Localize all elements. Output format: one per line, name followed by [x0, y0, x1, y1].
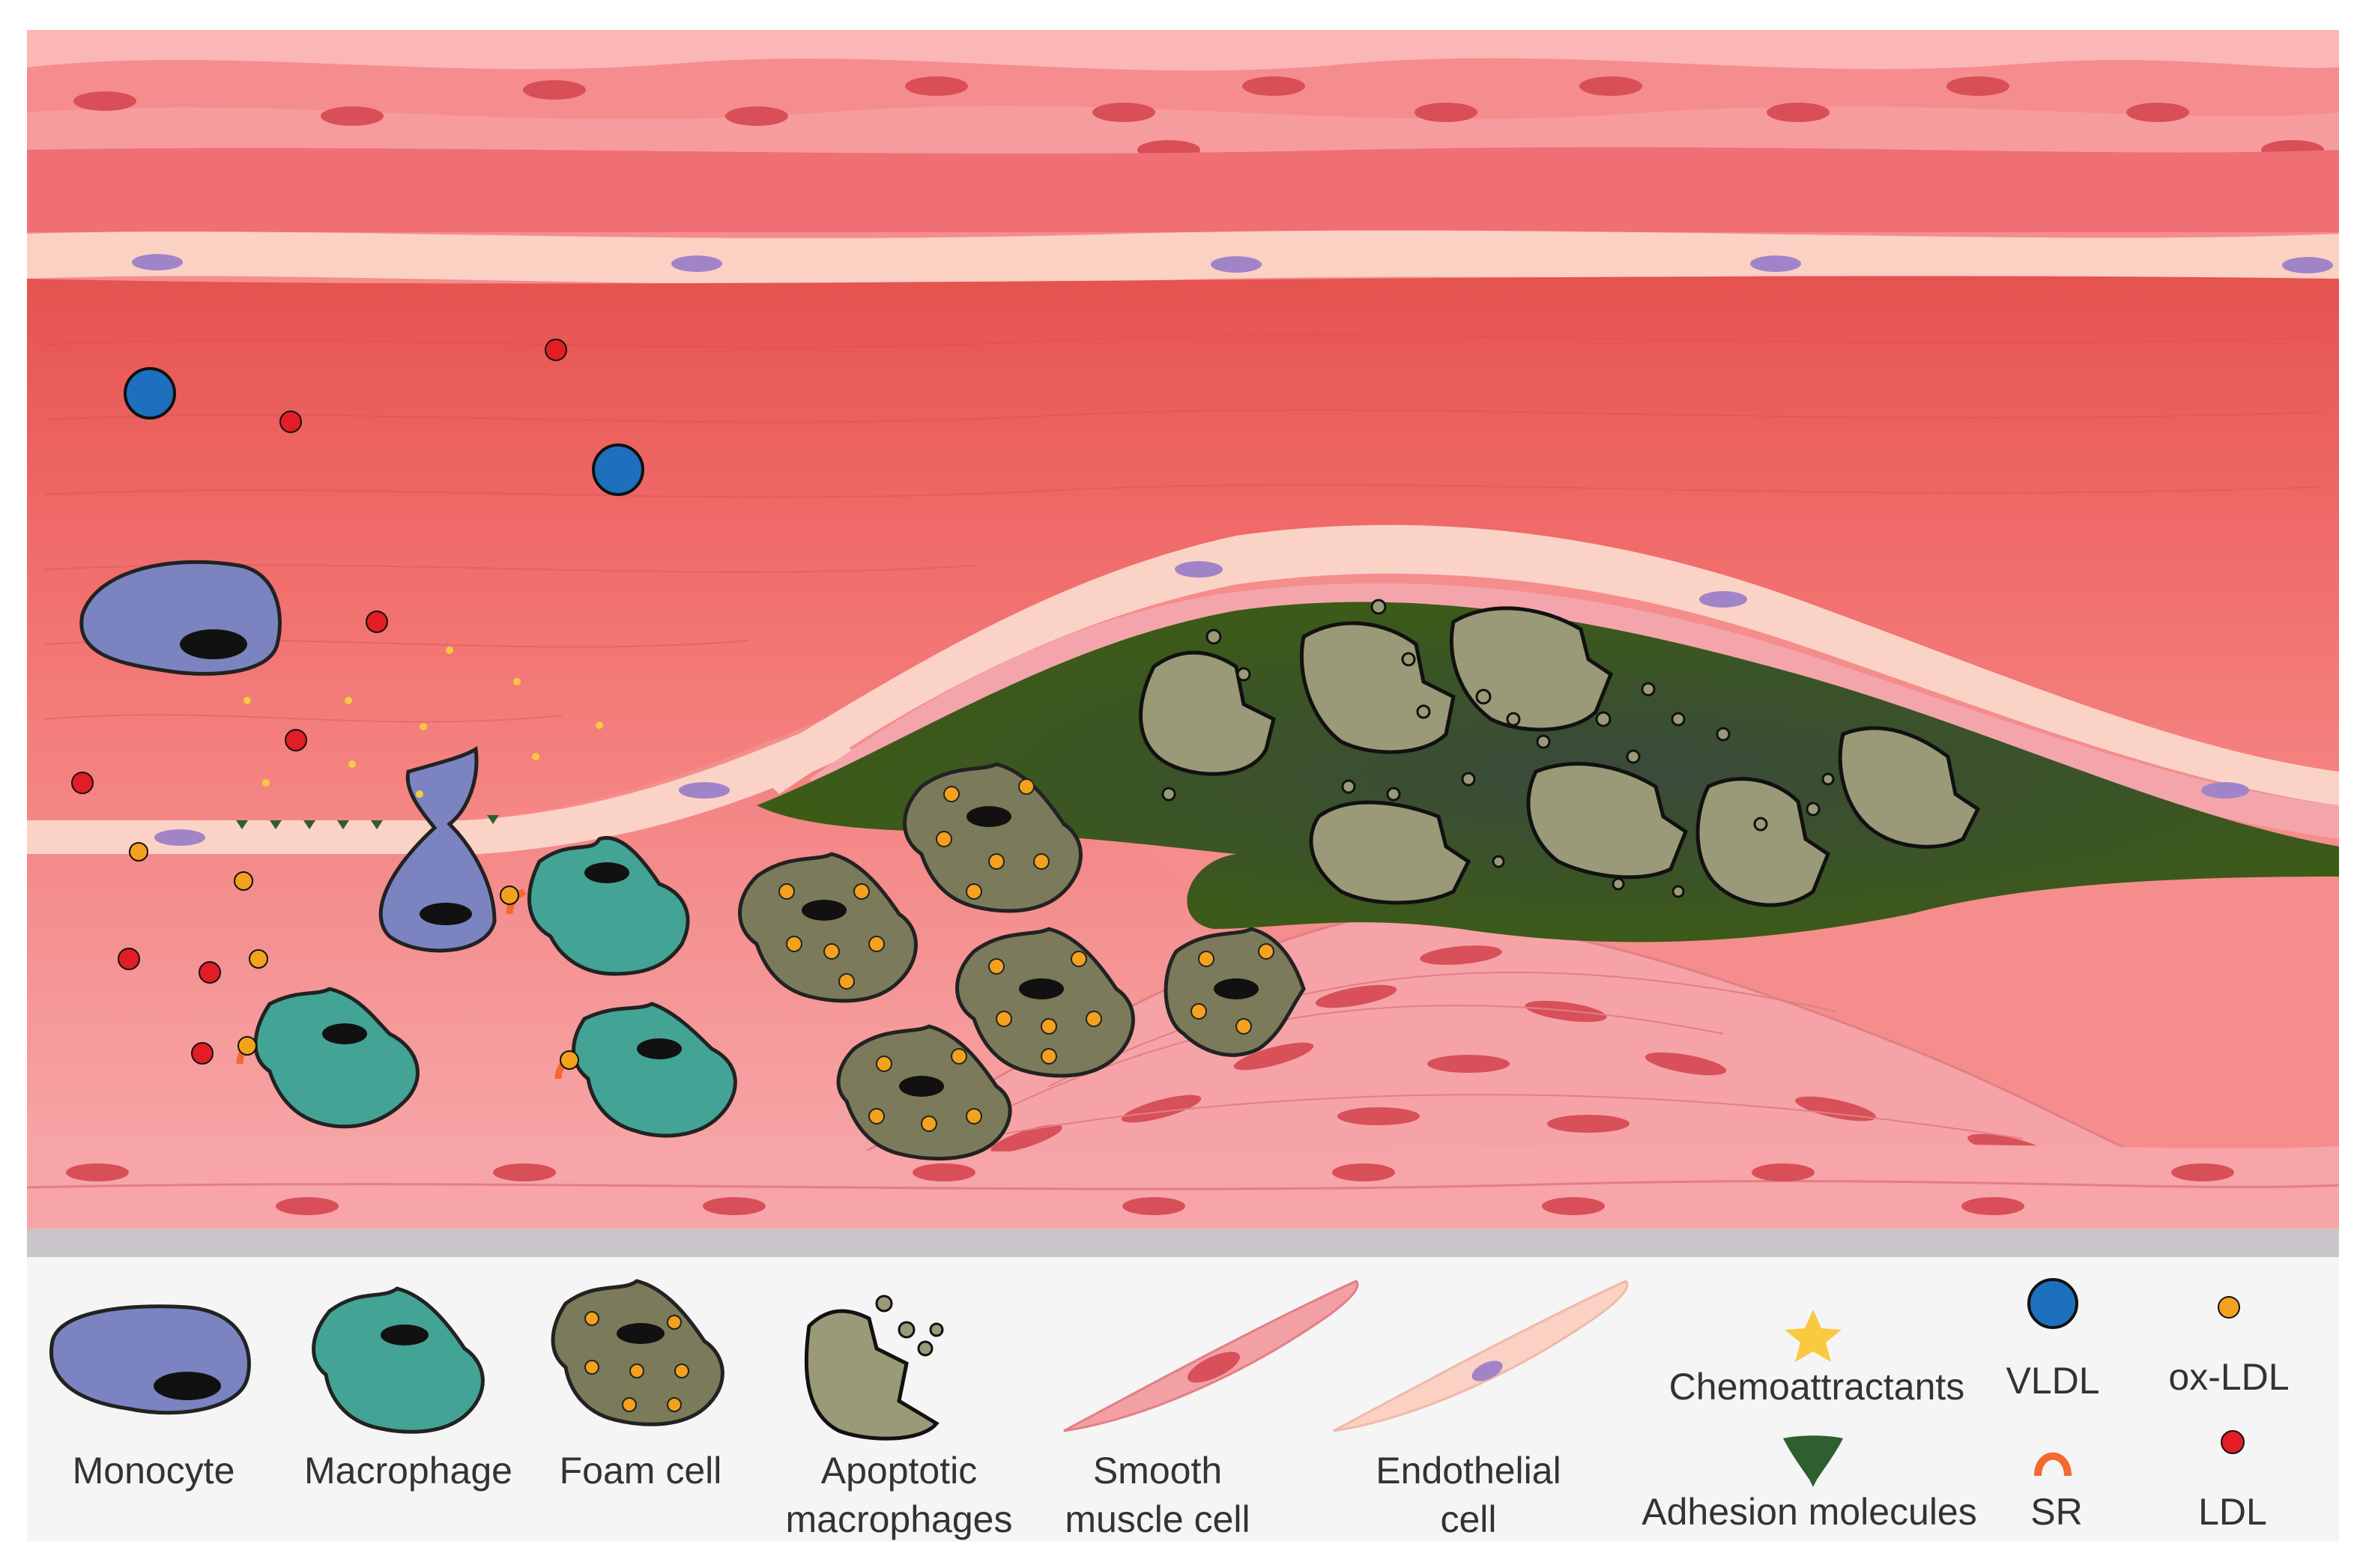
legend-smooth-muscle-label-1: Smooth: [1093, 1450, 1222, 1492]
legend-macrophage-label: Macrophage: [304, 1450, 512, 1492]
adhesion-molecules: [236, 815, 499, 829]
foam-cell-nuclei: [802, 806, 1259, 1097]
legend-ox-ldl-label: ox-LDL: [2168, 1356, 2289, 1398]
legend-macrophage-icon: [312, 1286, 485, 1434]
legend-endothelial-label-2: cell: [1440, 1498, 1496, 1540]
lumen-texture: [44, 334, 2323, 723]
legend-foam-cell-icon: [551, 1279, 724, 1426]
legend-apoptotic-label-1: Apoptotic: [821, 1450, 977, 1492]
vldl-particles: [124, 367, 644, 496]
transmigrating-monocyte: [378, 745, 497, 953]
legend-sr-icon: [2034, 1452, 2072, 1477]
foam-cell-lipids: [778, 778, 1274, 1132]
legend-vldl-label: VLDL: [2006, 1360, 2099, 1402]
apoptotic-macrophages-in-core: [1139, 606, 1981, 907]
chemoattractant-particles: [243, 647, 603, 798]
legend: Monocyte Macrophage Foam cell Apoptotic …: [49, 1278, 2290, 1540]
upper-vessel-wall: [27, 30, 2339, 232]
legend-foam-cell-label: Foam cell: [560, 1450, 722, 1492]
legend-adhesion-molecule-icon: [1783, 1435, 1843, 1487]
legend-adhesion-molecules-label: Adhesion molecules: [1642, 1491, 1977, 1533]
legend-smooth-muscle-label-2: muscle cell: [1065, 1498, 1250, 1540]
lower-endothelium-left: [27, 723, 854, 854]
ldl-particles: [71, 339, 567, 1065]
legend-vldl-icon: [2027, 1278, 2078, 1329]
legend-endothelial-icon: [1333, 1280, 1629, 1432]
legend-ldl-icon: [2221, 1430, 2245, 1454]
upper-endothelium: [27, 230, 2339, 285]
apoptotic-fragments: [1161, 599, 1835, 898]
legend-sr-label: SR: [2030, 1491, 2082, 1533]
vessel-lumen: [27, 276, 2339, 820]
legend-chemoattractant-icon: [1785, 1310, 1842, 1362]
macrophage-nuclei: [322, 862, 682, 1059]
legend-monocyte-label: Monocyte: [73, 1450, 235, 1492]
legend-apoptotic-label-2: macrophages: [786, 1498, 1013, 1540]
legend-chemoattractants-label: Chemoattractants: [1669, 1366, 1965, 1408]
legend-endothelial-label-1: Endothelial: [1376, 1450, 1561, 1492]
legend-ox-ldl-icon: [2218, 1296, 2240, 1319]
macrophages: [253, 835, 737, 1138]
monocyte-in-lumen: [79, 560, 282, 676]
legend-apoptotic-icon: [804, 1295, 944, 1441]
legend-smooth-muscle-icon: [1063, 1280, 1359, 1432]
lower-vessel-wall: [26, 1143, 2340, 1257]
legend-ldl-label: LDL: [2198, 1491, 2267, 1533]
ox-ldl-particles: [129, 842, 579, 1070]
legend-monocyte-icon: [49, 1304, 251, 1415]
